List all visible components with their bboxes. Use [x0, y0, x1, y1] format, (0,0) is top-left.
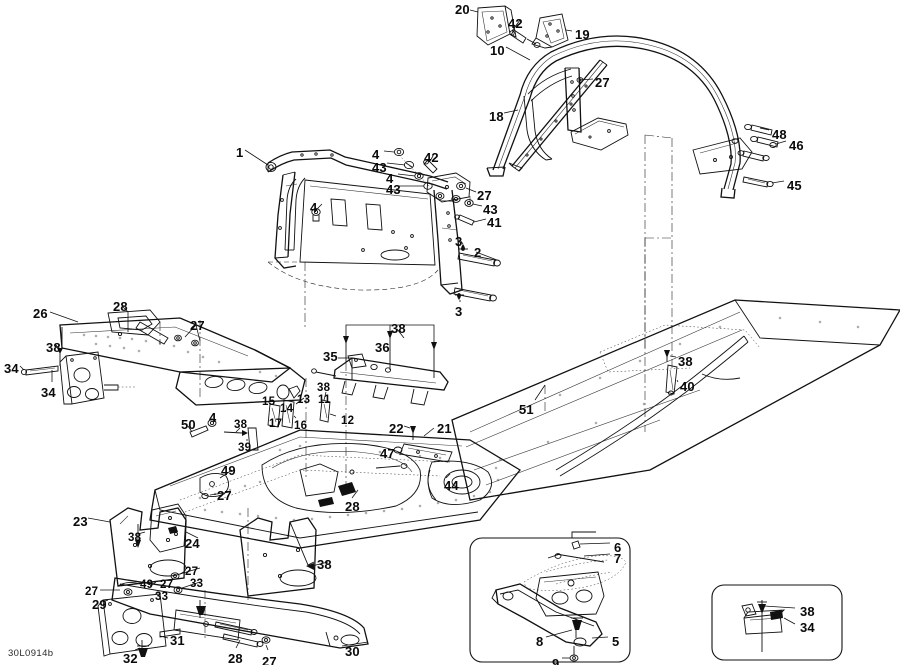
front-bumper-assembly	[19, 305, 306, 406]
callout-27-b: 27	[477, 188, 492, 203]
callout-34-b: 34	[41, 385, 56, 400]
callout-22: 22	[389, 421, 404, 436]
callout-50: 50	[181, 417, 196, 432]
inset-arm-detail	[469, 531, 631, 663]
callout-11: 11	[318, 394, 331, 406]
callout-12: 12	[341, 415, 355, 427]
callout-27-h: 27	[262, 654, 277, 665]
callout-32: 32	[123, 651, 138, 665]
callout-30: 30	[345, 644, 360, 659]
callout-27-g: 27	[85, 586, 99, 598]
callout-16: 16	[294, 420, 308, 432]
callout-19: 19	[575, 27, 590, 42]
callout-13: 13	[297, 394, 311, 406]
callout-18: 18	[489, 109, 504, 124]
main-chassis	[149, 397, 521, 549]
callout-8: 8	[536, 634, 544, 649]
callout-35: 35	[323, 349, 338, 364]
callout-33-b: 33	[155, 591, 169, 603]
callout-45: 45	[787, 178, 802, 193]
callout-14: 14	[280, 403, 294, 415]
callout-17: 17	[269, 418, 283, 430]
callout-34-c: 34	[800, 620, 815, 635]
callout-34-a: 34	[4, 361, 19, 376]
callout-3-a: 3	[455, 234, 463, 249]
callout-21: 21	[437, 421, 452, 436]
callout-2: 2	[474, 245, 482, 260]
callout-27: 27	[595, 75, 610, 90]
callout-27-e: 27	[185, 566, 199, 578]
cross-member-assembly	[305, 324, 449, 498]
callout-49-a: 49	[221, 463, 236, 478]
callout-26: 26	[33, 306, 48, 321]
callout-31: 31	[170, 633, 185, 648]
callout-43-c: 43	[483, 202, 498, 217]
roll-cage-assembly	[469, 5, 787, 432]
callout-29: 29	[92, 597, 107, 612]
callout-38-g: 38	[317, 557, 332, 572]
callout-4-d: 4	[209, 410, 217, 425]
callout-38-b: 38	[391, 321, 406, 336]
callout-27-f: 27	[160, 579, 174, 591]
callout-38-e: 38	[234, 419, 248, 431]
callout-5: 5	[612, 634, 620, 649]
callout-38-a: 38	[46, 340, 61, 355]
callout-4-c: 4	[310, 200, 318, 215]
bulkhead-assembly	[244, 147, 501, 330]
callout-38-f: 38	[128, 532, 142, 544]
callout-28-b: 28	[345, 499, 360, 514]
callout-49-b: 49	[140, 579, 154, 591]
sheet-code: 30L0914b	[8, 648, 54, 659]
callout-6: 6	[614, 540, 622, 555]
running-board-assembly	[87, 503, 369, 657]
callout-9: 9	[552, 656, 560, 665]
callout-20: 20	[455, 2, 470, 17]
callout-38-c: 38	[317, 382, 331, 394]
callout-7: 7	[614, 551, 622, 566]
callout-38-h: 38	[800, 604, 815, 619]
callout-39: 39	[238, 442, 252, 454]
callout-46: 46	[789, 138, 804, 153]
tunnel-assembly	[451, 299, 900, 501]
callout-47: 47	[380, 446, 395, 461]
callout-38-d: 38	[678, 354, 693, 369]
callout-27-c: 27	[190, 318, 205, 333]
callout-15: 15	[262, 396, 276, 408]
callout-36: 36	[375, 340, 390, 355]
callout-43-b: 43	[386, 182, 401, 197]
callout-10: 10	[490, 43, 505, 58]
callout-28-a: 28	[113, 299, 128, 314]
callout-43-a: 43	[372, 160, 387, 175]
callout-28-c: 28	[228, 651, 243, 665]
callout-1: 1	[236, 145, 244, 160]
callout-23: 23	[73, 514, 88, 529]
callout-27-d: 27	[217, 488, 232, 503]
callout-24: 24	[185, 536, 200, 551]
callout-42: 42	[508, 16, 523, 31]
fastener-stack-48-46	[731, 123, 779, 162]
callout-44: 44	[444, 478, 459, 493]
callout-3-b: 3	[455, 304, 463, 319]
callout-40: 40	[680, 379, 695, 394]
callout-41: 41	[487, 215, 502, 230]
inset-clip-detail	[711, 584, 843, 661]
callout-42-b: 42	[424, 150, 439, 165]
callout-51: 51	[519, 402, 534, 417]
callout-4-a: 4	[372, 147, 380, 162]
callout-33-a: 33	[190, 578, 204, 590]
callout-4-b: 4	[386, 171, 394, 186]
callout-48: 48	[772, 127, 787, 142]
